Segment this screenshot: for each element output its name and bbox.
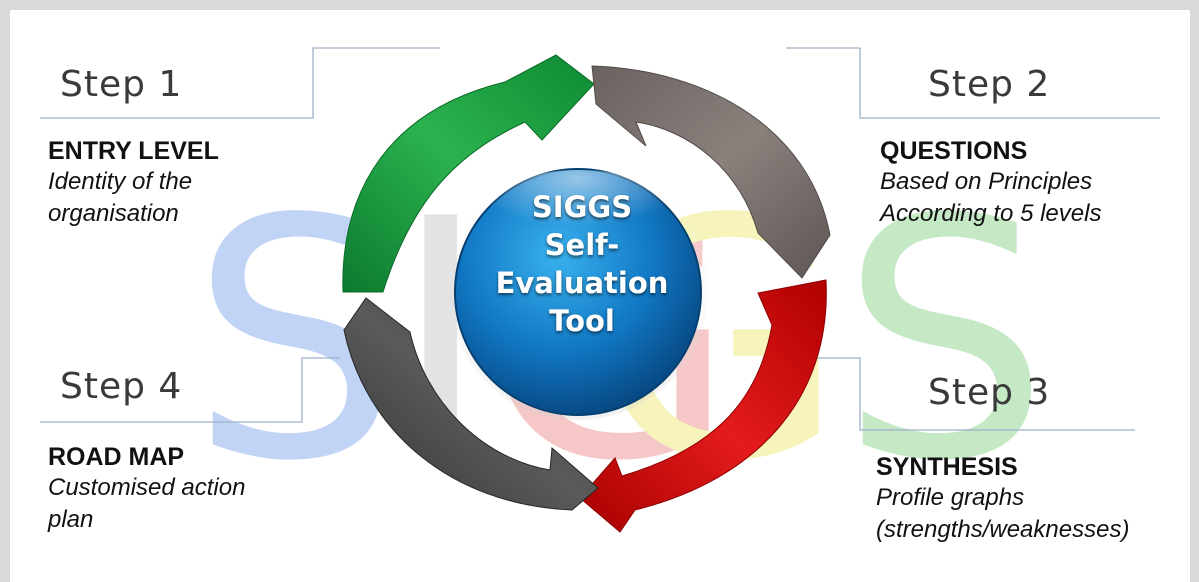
step2-heading: QUESTIONS	[880, 137, 1028, 165]
step4-label: Step 4	[60, 366, 183, 407]
step2-desc-line: According to 5 levels	[880, 200, 1102, 227]
step3-label: Step 3	[928, 372, 1051, 413]
step4-block: ROAD MAP Customised action plan	[48, 442, 245, 536]
watermark-letter-s2: S	[840, 149, 1049, 533]
step1-label: Step 1	[60, 64, 183, 105]
step4-desc-line: plan	[48, 506, 94, 533]
step3-heading: SYNTHESIS	[876, 453, 1018, 481]
step3-desc-line: Profile graphs	[876, 484, 1025, 511]
step1-heading: ENTRY LEVEL	[48, 137, 219, 165]
center-title: SIGGS Self- Evaluation Tool	[458, 188, 706, 340]
arrow-step1-green	[342, 54, 595, 293]
center-title-line: Tool	[549, 304, 615, 338]
step2-block: QUESTIONS Based on Principles According …	[880, 136, 1101, 230]
step1-desc-line: Identity of the	[48, 168, 193, 195]
step2-desc-line: Based on Principles	[880, 168, 1093, 195]
connector-step1	[40, 47, 440, 119]
center-sphere	[448, 160, 708, 420]
step3-desc-line: (strengths/weaknesses)	[876, 516, 1130, 543]
center-title-line: Self-	[544, 228, 620, 262]
step1-desc-line: organisation	[48, 200, 179, 227]
step2-label: Step 2	[928, 64, 1051, 105]
step3-block: SYNTHESIS Profile graphs (strengths/weak…	[876, 452, 1129, 546]
step4-desc-line: Customised action	[48, 474, 246, 501]
step4-heading: ROAD MAP	[48, 443, 185, 471]
connector-lines	[40, 47, 1160, 431]
connector-step2	[786, 47, 1160, 119]
step1-block: ENTRY LEVEL Identity of the organisation	[48, 136, 219, 230]
arrow-step2-brown	[591, 65, 831, 279]
center-title-line: SIGGS	[531, 190, 633, 224]
cycle-arrows	[342, 54, 831, 533]
cycle-diagram: S I G G S	[40, 47, 1160, 533]
connector-step4	[40, 357, 340, 423]
center-title-line: Evaluation	[495, 266, 669, 300]
arrow-step4-grey	[343, 297, 599, 511]
connector-step3	[816, 357, 1135, 431]
slide: S I G G S SIGGS Self- Ev	[10, 10, 1190, 582]
